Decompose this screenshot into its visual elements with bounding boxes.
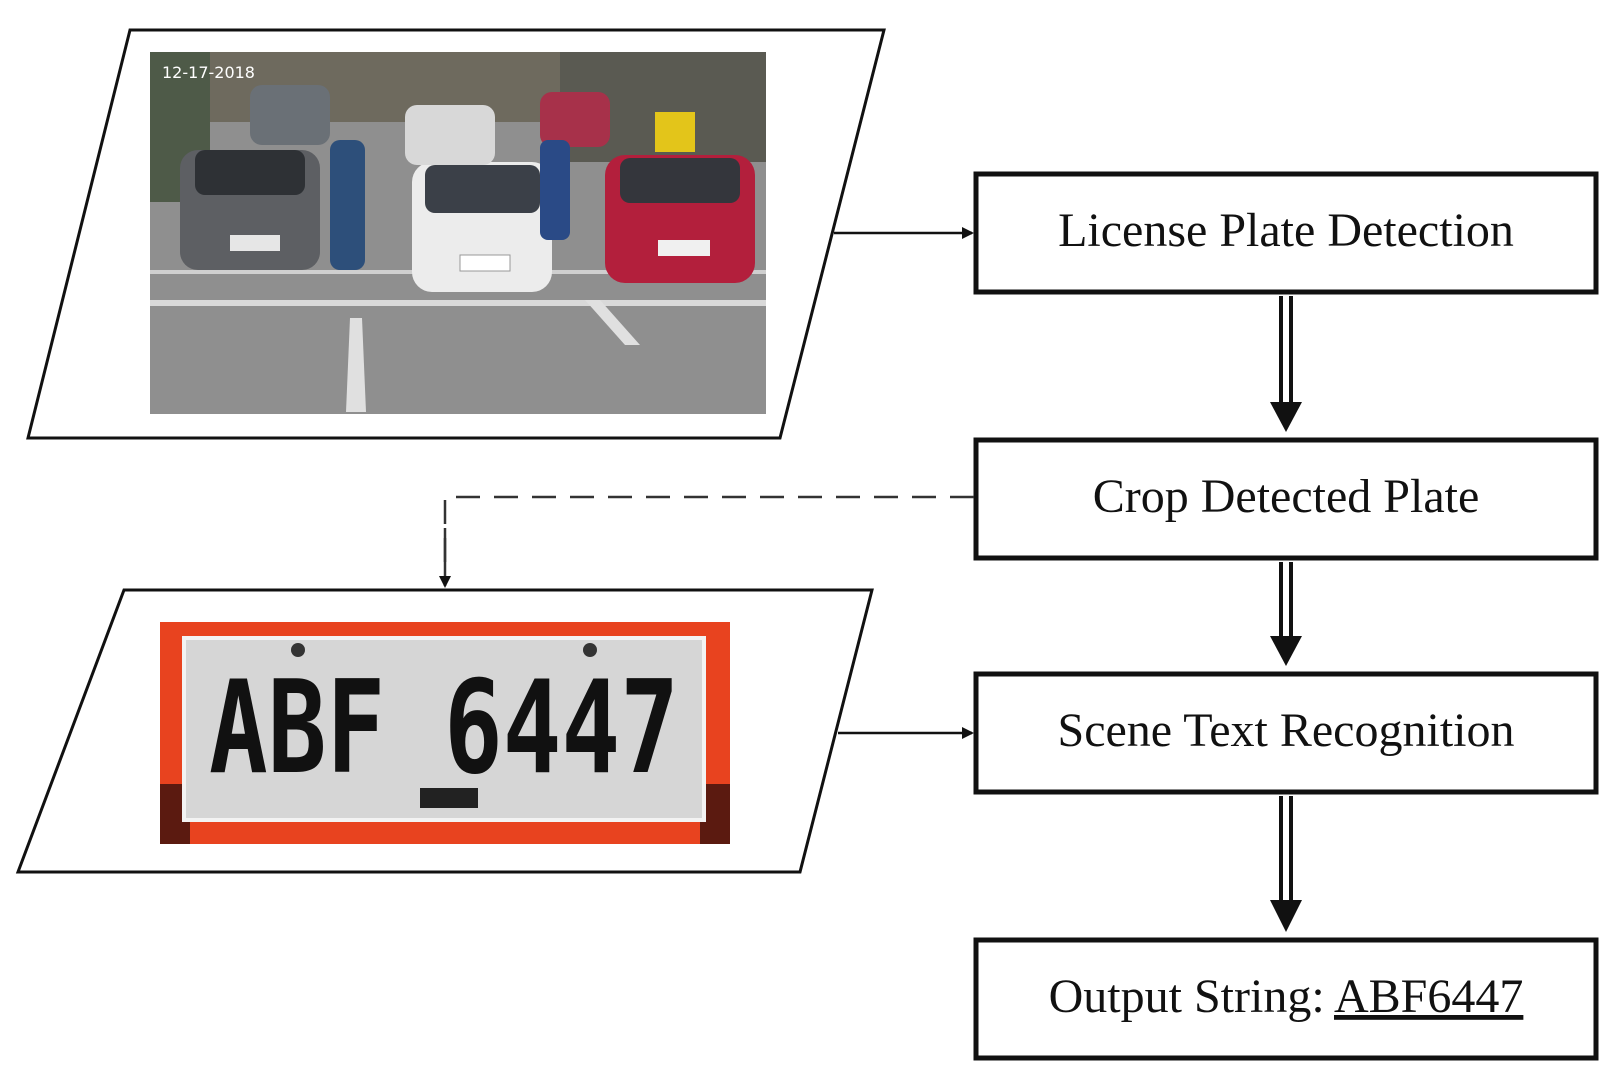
- step-box-recognition: Scene Text Recognition: [973, 671, 1599, 795]
- plate-characters: ABF 6447: [209, 654, 679, 803]
- output-box: Output String: ABF6447: [973, 937, 1599, 1061]
- arrow-detection-to-crop: [1270, 296, 1302, 432]
- step-box-crop: Crop Detected Plate: [973, 437, 1599, 561]
- street-scene-photo: 12-17-2018: [150, 52, 766, 414]
- output-value: ABF6447: [1334, 970, 1523, 1023]
- arrow-crop-to-recognition: [1270, 562, 1302, 666]
- output-label: Output String: ABF6447: [1049, 970, 1524, 1023]
- car-white: [412, 162, 552, 292]
- output-prefix: Output String:: [1049, 970, 1334, 1023]
- step-box-detection: License Plate Detection: [973, 171, 1599, 295]
- step-label-recognition: Scene Text Recognition: [1058, 704, 1515, 757]
- car-red: [605, 155, 755, 283]
- car-grey: [180, 150, 320, 270]
- timestamp-overlay: 12-17-2018: [162, 63, 255, 82]
- step-label-detection: License Plate Detection: [1058, 204, 1514, 257]
- cropped-plate-photo: ABF 6447: [160, 622, 730, 844]
- step-label-crop: Crop Detected Plate: [1093, 470, 1480, 523]
- dashed-arrow-crop-to-plate: [439, 495, 974, 588]
- arrow-recognition-to-output: [1270, 796, 1302, 932]
- background-traffic: [250, 85, 695, 270]
